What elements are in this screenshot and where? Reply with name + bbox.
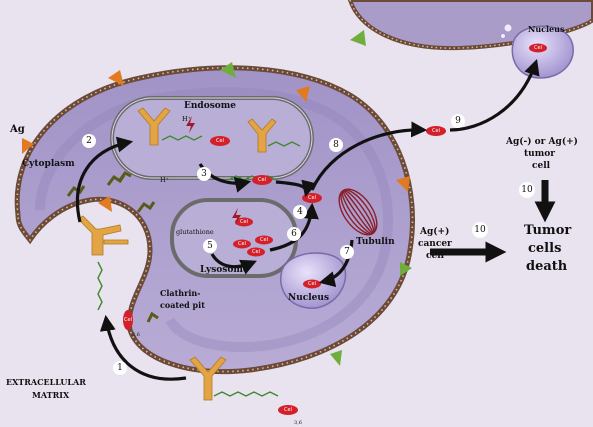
svg-text:Cel: Cel bbox=[308, 195, 316, 201]
svg-text:9: 9 bbox=[455, 116, 461, 126]
step-6: 6 bbox=[287, 227, 301, 241]
payload-cytosol: Cel bbox=[302, 193, 322, 203]
step-2: 2 bbox=[82, 134, 96, 148]
svg-text:Cel: Cel bbox=[284, 407, 292, 413]
payload-lysosome-1: Cel bbox=[235, 217, 253, 227]
arrow-step-2 bbox=[75, 136, 134, 223]
label-h-plus-1: H⁺ bbox=[182, 115, 191, 123]
svg-text:Cel: Cel bbox=[252, 249, 260, 255]
arrow-step-4 bbox=[275, 179, 317, 198]
label-ag-neg-1: Ag(-) or Ag(+) bbox=[505, 136, 578, 147]
label-extracellular-2: MATRIX bbox=[32, 390, 70, 400]
svg-text:Cel: Cel bbox=[258, 177, 266, 183]
label-ag-neg-2: tumor bbox=[524, 149, 555, 159]
payload-extracellular: Cel bbox=[278, 405, 298, 415]
linker-subscripts: 3,6 3,6 bbox=[132, 332, 302, 426]
label-ag-pos-3: cell bbox=[426, 251, 445, 261]
svg-text:3: 3 bbox=[201, 169, 207, 179]
step-3: 3 bbox=[197, 167, 211, 181]
payload-lysosome-3: Cel bbox=[247, 247, 265, 257]
arrow-step-9 bbox=[449, 58, 540, 132]
label-ag-pos-1: Ag(+) bbox=[419, 226, 449, 237]
svg-text:Cel: Cel bbox=[534, 45, 542, 51]
label-lysosome: Lysosome bbox=[200, 265, 249, 275]
arrow-step-1 bbox=[99, 314, 187, 381]
label-ag-neg-3: cell bbox=[532, 161, 551, 171]
cleavage-bolts bbox=[186, 116, 241, 225]
antibody-pit bbox=[77, 215, 129, 256]
step-7: 7 bbox=[340, 245, 354, 259]
payload-lysosome-2: Cel bbox=[233, 239, 251, 249]
label-tubulin: Tubulin bbox=[356, 237, 395, 247]
payload-inner-nucleus: Cel bbox=[303, 279, 321, 289]
svg-text:2: 2 bbox=[86, 136, 92, 146]
label-ag-pos-2: cancer bbox=[418, 239, 452, 249]
svg-text:8: 8 bbox=[333, 140, 339, 150]
svg-text:Cel: Cel bbox=[238, 241, 246, 247]
tubulin-spindle bbox=[338, 188, 378, 236]
label-ag: Ag bbox=[9, 124, 25, 135]
label-death-2: cells bbox=[528, 241, 561, 256]
payloads: Cel Cel Cel Cel Cel Cel Cel Cel Cel Cel … bbox=[123, 43, 547, 415]
label-endosome: Endosome bbox=[184, 101, 236, 111]
membrane-antigens bbox=[22, 62, 412, 366]
label-nucleus-inner: Nucleus bbox=[288, 293, 329, 303]
step-1: 1 bbox=[113, 361, 127, 375]
step-9: 9 bbox=[451, 114, 465, 128]
svg-text:7: 7 bbox=[344, 247, 350, 257]
big-arrows bbox=[430, 180, 556, 263]
arrow-step-6 bbox=[269, 202, 319, 252]
svg-text:Cel: Cel bbox=[216, 138, 224, 144]
payload-endosome-free: Cel bbox=[252, 175, 272, 185]
payload-outer-nucleus: Cel bbox=[529, 43, 547, 53]
svg-text:5: 5 bbox=[207, 241, 213, 251]
svg-text:Cel: Cel bbox=[432, 128, 440, 134]
step-10-vertical: 10 bbox=[519, 182, 535, 198]
antibody-extracellular bbox=[189, 356, 227, 401]
step-10-horizontal: 10 bbox=[472, 222, 488, 238]
label-nucleus-outer: Nucleus bbox=[528, 24, 565, 34]
label-clathrin-2: coated pit bbox=[160, 300, 205, 310]
svg-text:4: 4 bbox=[297, 207, 303, 217]
svg-text:Cel: Cel bbox=[240, 219, 248, 225]
arrow-step-5 bbox=[210, 253, 257, 275]
svg-text:1: 1 bbox=[117, 363, 123, 373]
antibody-endosome bbox=[137, 107, 277, 153]
label-death-1: Tumor bbox=[524, 223, 571, 238]
step-markers: 1 2 3 4 5 6 7 8 9 10 10 bbox=[82, 114, 535, 375]
svg-text:Cel: Cel bbox=[124, 317, 132, 323]
text-labels: Ag Cytoplasm Endosome H⁺ H⁺ glutathione … bbox=[6, 24, 578, 400]
svg-text:6: 6 bbox=[291, 229, 297, 239]
payload-pit: Cel bbox=[123, 310, 133, 330]
label-death-3: death bbox=[526, 259, 568, 274]
arrow-step-7 bbox=[318, 239, 354, 288]
process-arrows bbox=[75, 58, 540, 381]
payload-lysosome-4: Cel bbox=[255, 235, 273, 245]
step-8: 8 bbox=[329, 138, 343, 152]
label-cytoplasm: Cytoplasm bbox=[22, 159, 75, 169]
svg-text:3,6: 3,6 bbox=[294, 420, 302, 426]
arrow-step-8 bbox=[310, 121, 428, 191]
label-glutathione: glutathione bbox=[176, 228, 214, 236]
linker-chains bbox=[97, 135, 301, 397]
label-extracellular-1: EXTRACELLULAR bbox=[6, 377, 86, 387]
svg-text:10: 10 bbox=[474, 225, 486, 235]
label-h-plus-2: H⁺ bbox=[160, 176, 169, 184]
svg-text:Cel: Cel bbox=[260, 237, 268, 243]
payload-exit: Cel bbox=[426, 126, 446, 136]
svg-text:3,6: 3,6 bbox=[132, 332, 140, 338]
step-4: 4 bbox=[293, 205, 307, 219]
svg-text:10: 10 bbox=[521, 185, 533, 195]
payload-endosome: Cel bbox=[210, 136, 230, 146]
label-clathrin-1: Clathrin- bbox=[160, 288, 201, 298]
step-5: 5 bbox=[203, 239, 217, 253]
svg-text:Cel: Cel bbox=[308, 281, 316, 287]
